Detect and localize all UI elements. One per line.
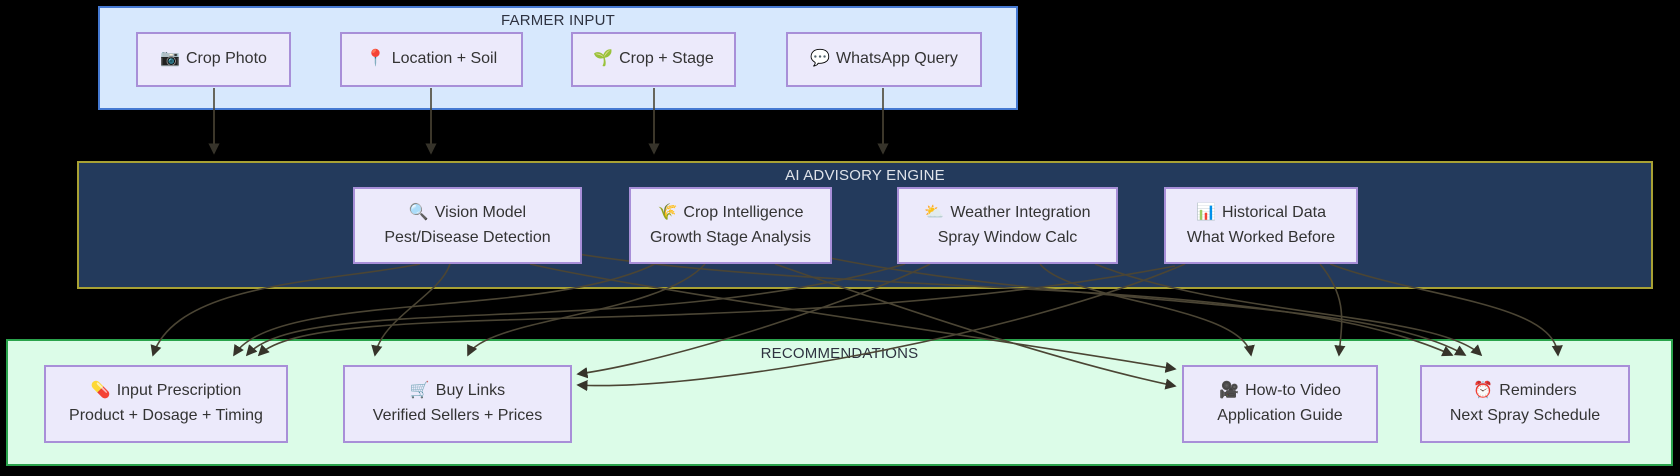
alarm-clock-icon: ⏰ — [1473, 382, 1494, 400]
node-label: Buy Links — [435, 382, 506, 400]
node-label: Weather Integration — [950, 203, 1091, 221]
node-label: Historical Data — [1221, 203, 1326, 221]
edge-vision_model-to-howto_video — [529, 263, 1177, 373]
magnifier-icon: 🔍 — [408, 203, 429, 221]
group-title-recommendations: RECOMMENDATIONS — [760, 345, 919, 362]
node-crop-photo: 📷 Crop Photo — [136, 32, 291, 87]
node-crop-intelligence: 🌾 Crop Intelligence Growth Stage Analysis — [629, 187, 832, 264]
node-input-prescription: 💊 Input Prescription Product + Dosage + T… — [44, 365, 288, 443]
node-sublabel: Application Guide — [1217, 407, 1343, 424]
node-location-soil: 📍 Location + Soil — [340, 32, 523, 87]
node-howto-video: 🎥 How-to Video Application Guide — [1182, 365, 1378, 443]
node-crop-stage: 🌱 Crop + Stage — [571, 32, 736, 87]
edge-weather_integration-to-howto_video — [1039, 263, 1255, 357]
group-title-ai-advisory-engine: AI ADVISORY ENGINE — [785, 167, 945, 184]
group-ai-advisory-engine: AI ADVISORY ENGINE — [77, 161, 1653, 289]
seedling-icon: 🌱 — [593, 50, 614, 68]
node-label: Reminders — [1499, 382, 1577, 400]
node-vision-model: 🔍 Vision Model Pest/Disease Detection — [353, 187, 582, 264]
node-whatsapp-query: 💬 WhatsApp Query — [786, 32, 982, 87]
node-sublabel: Product + Dosage + Timing — [69, 407, 263, 424]
pill-icon: 💊 — [90, 382, 111, 400]
node-historical-data: 📊 Historical Data What Worked Before — [1164, 187, 1358, 264]
shopping-cart-icon: 🛒 — [409, 382, 430, 400]
edge-historical_data-to-howto_video — [1319, 263, 1346, 357]
node-label: How-to Video — [1245, 382, 1341, 400]
node-sublabel: Pest/Disease Detection — [384, 228, 551, 246]
edge-crop_intelligence-to-reminders — [814, 254, 1467, 356]
edge-historical_data-to-reminders — [1329, 263, 1563, 357]
edge-weather_integration-to-buy_links — [576, 263, 931, 379]
node-label: Crop Intelligence — [683, 203, 804, 221]
edge-crop_intelligence-to-howto_video — [774, 263, 1177, 390]
edge-crop_intelligence-to-input_prescription — [233, 263, 656, 357]
camera-icon: 📷 — [160, 50, 180, 68]
group-title-farmer-input: FARMER INPUT — [500, 12, 616, 29]
movie-camera-icon: 🎥 — [1219, 382, 1240, 400]
node-sublabel: Verified Sellers + Prices — [372, 407, 543, 424]
edge-historical_data-to-buy_links — [576, 263, 1186, 392]
edge-crop_intelligence-to-buy_links — [467, 263, 706, 357]
node-label: Location + Soil — [391, 50, 498, 68]
node-sublabel: What Worked Before — [1186, 228, 1336, 246]
location-pin-icon: 📍 — [365, 50, 386, 68]
bar-chart-icon: 📊 — [1196, 203, 1216, 221]
edge-weather_integration-to-input_prescription — [245, 263, 906, 357]
node-label: Crop Photo — [185, 50, 267, 68]
node-sublabel: Next Spray Schedule — [1449, 407, 1601, 424]
node-sublabel: Growth Stage Analysis — [650, 228, 811, 246]
edge-weather_integration-to-reminders — [1094, 263, 1483, 357]
node-weather-integration: ⛅ Weather Integration Spray Window Calc — [897, 187, 1118, 264]
node-sublabel: Spray Window Calc — [937, 228, 1078, 246]
edge-vision_model-to-input_prescription — [150, 263, 421, 357]
cloud-icon: ⛅ — [924, 203, 945, 221]
node-buy-links: 🛒 Buy Links Verified Sellers + Prices — [343, 365, 572, 443]
node-label: WhatsApp Query — [836, 50, 958, 68]
edge-vision_model-to-reminders — [564, 251, 1454, 357]
wheat-icon: 🌾 — [657, 203, 678, 221]
chat-bubble-icon: 💬 — [810, 50, 831, 68]
node-reminders: ⏰ Reminders Next Spray Schedule — [1420, 365, 1630, 443]
node-label: Input Prescription — [116, 382, 242, 400]
node-label: Vision Model — [434, 203, 527, 221]
edge-historical_data-to-input_prescription — [257, 265, 1176, 357]
node-label: Crop + Stage — [619, 50, 714, 68]
